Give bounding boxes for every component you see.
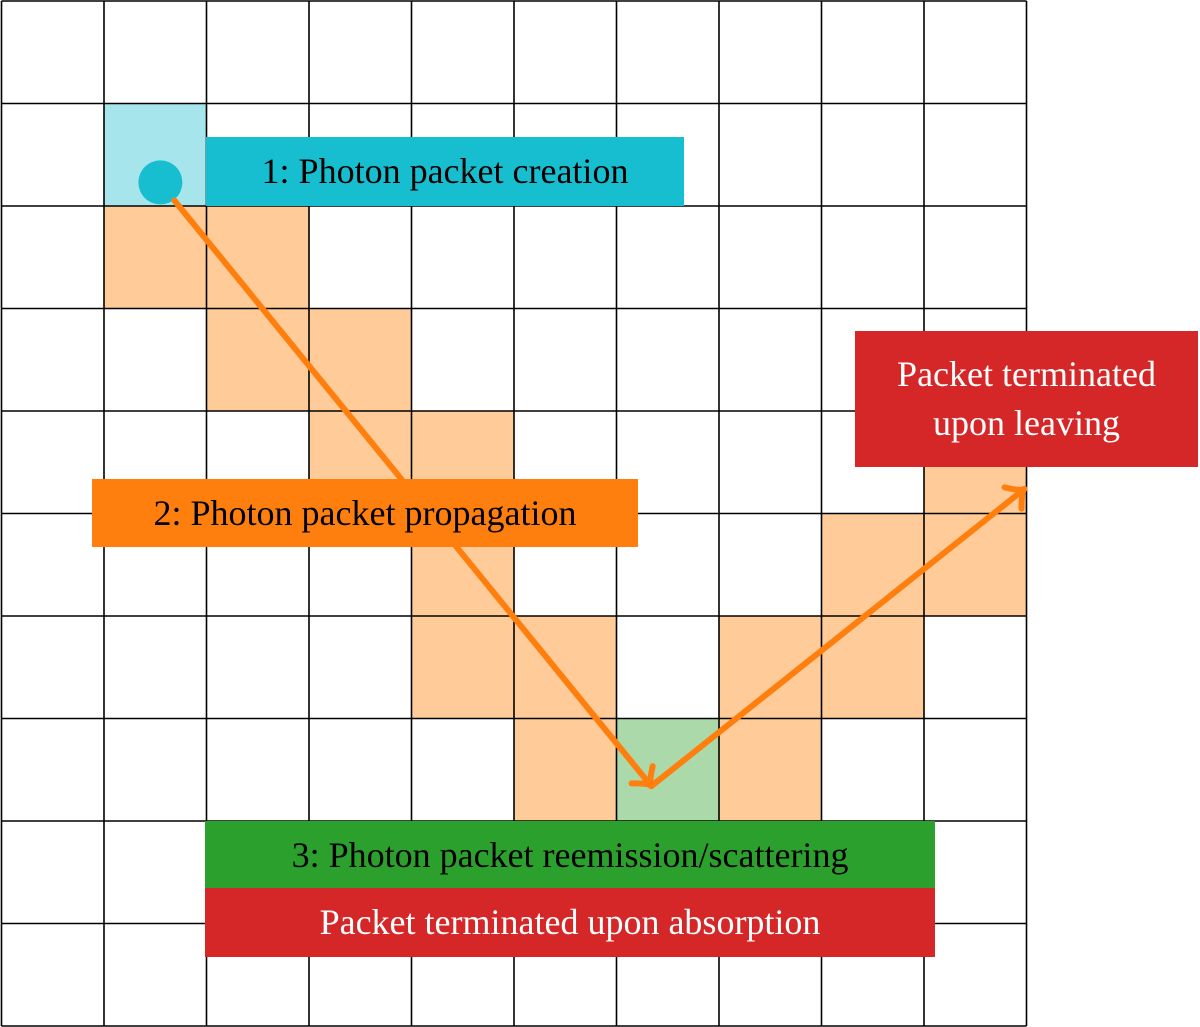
scattered-exit-arrow-shaft [648, 485, 1028, 790]
propagation-cell [309, 308, 412, 411]
creation-label: 1: Photon packet creation [206, 137, 684, 206]
creation-label-text: 1: Photon packet creation [261, 151, 629, 192]
leaving-label-line2: upon leaving [933, 403, 1120, 443]
leaving-termination-label: Packet terminated upon leaving [855, 331, 1198, 467]
propagation-label: 2: Photon packet propagation [92, 479, 638, 547]
propagation-cell [206, 308, 309, 411]
scattering-label-text: 3: Photon packet reemission/scattering [291, 834, 849, 875]
propagation-label-text: 2: Photon packet propagation [153, 492, 577, 533]
propagation-cell [821, 513, 924, 616]
propagation-cell [514, 616, 617, 719]
absorption-termination-label: Packet terminated upon absorption [205, 888, 935, 957]
propagation-cell [719, 718, 822, 821]
propagation-cell [411, 616, 514, 719]
propagation-cell [821, 616, 924, 719]
absorption-label-text: Packet terminated upon absorption [319, 902, 821, 943]
scattered-exit-arrow [648, 484, 1028, 790]
scattered-exit-arrow-head [1001, 484, 1027, 512]
leaving-label-line1: Packet terminated [897, 354, 1156, 395]
propagation-cell [719, 616, 822, 719]
photon-source-dot [138, 160, 183, 205]
scattering-label: 3: Photon packet reemission/scattering [205, 821, 935, 889]
propagation-cell [514, 718, 617, 821]
